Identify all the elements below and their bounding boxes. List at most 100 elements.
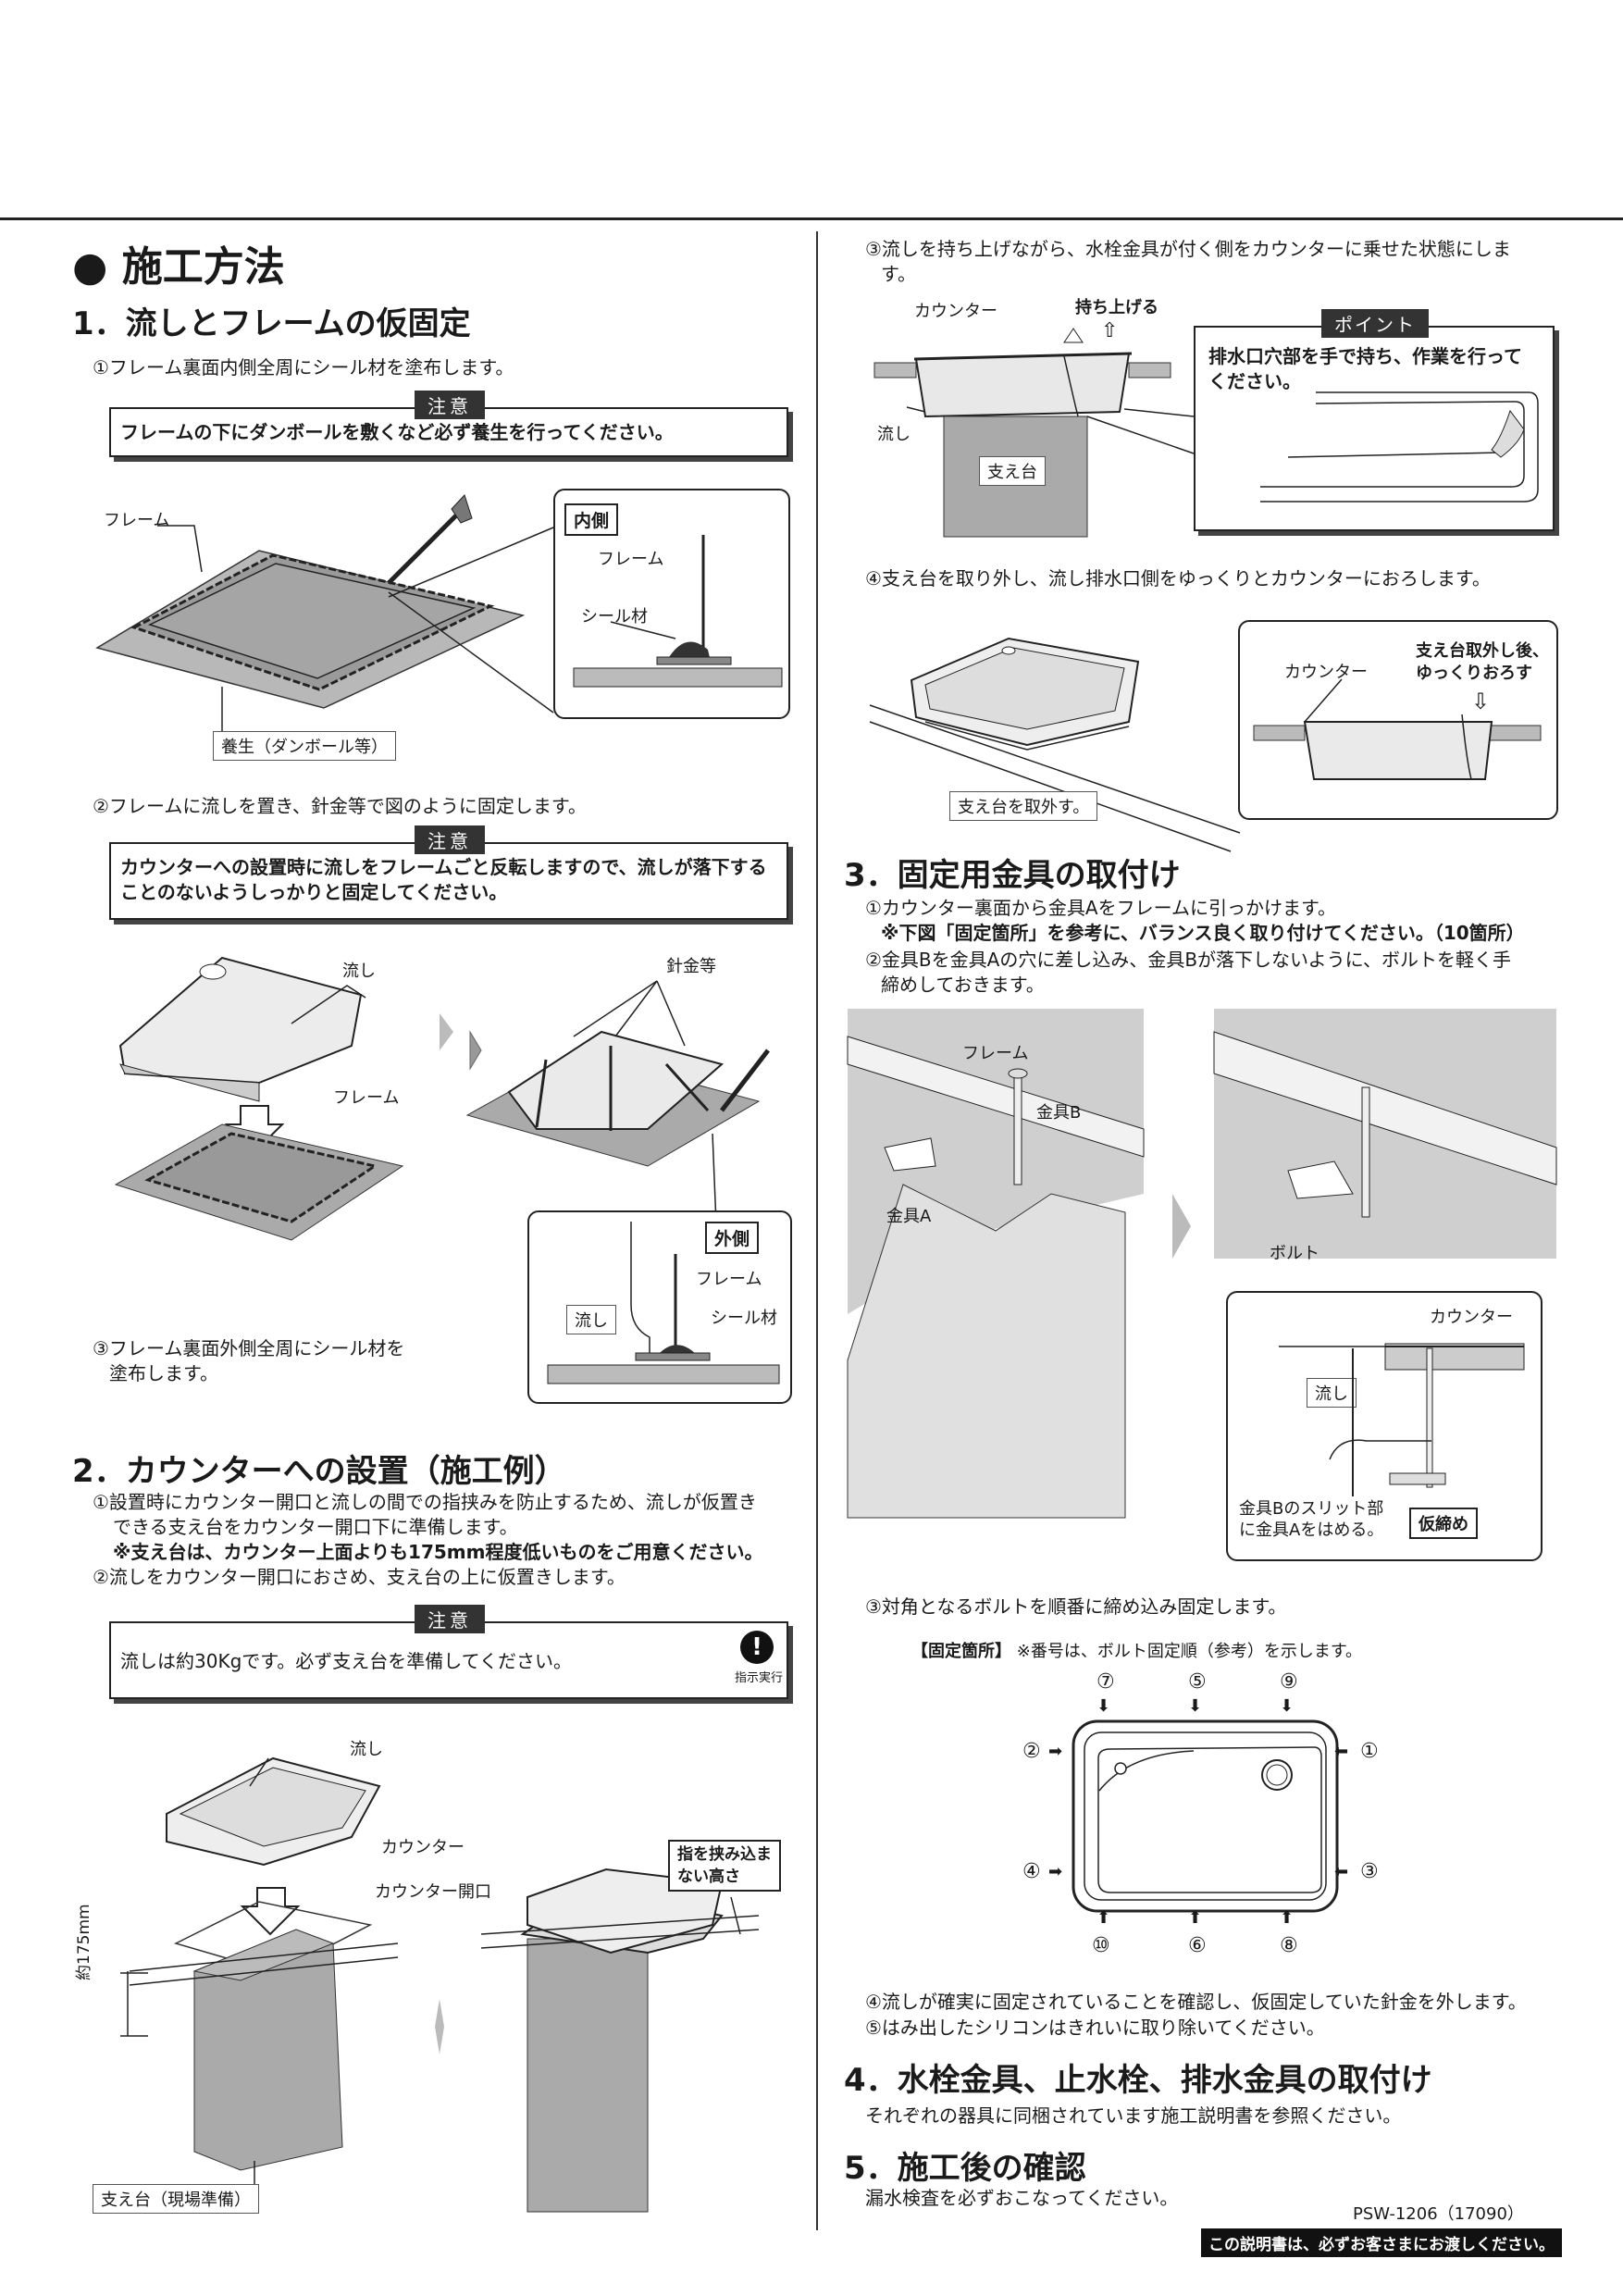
- section5-title: 5．施工後の確認: [844, 2150, 1086, 2187]
- fix-number-10: ⑩: [1092, 1934, 1110, 1957]
- s3-fig-bolt-label: ボルト: [1270, 1244, 1319, 1263]
- sink-frame-illustration: [114, 956, 770, 1361]
- bracket-closeup-1: [847, 1009, 1145, 1519]
- frame-illustration: [95, 494, 554, 750]
- up-arrow-icon: ⇧: [1101, 319, 1119, 342]
- point-text-l2: ください。: [1208, 370, 1301, 392]
- section3-title: 3．固定用金具の取付け: [844, 857, 1181, 894]
- caution-box-2: カウンターへの設置時に流しをフレームごと反転しますので、流しが落下することのない…: [109, 842, 788, 920]
- r-fig4-counter-label: カウンター: [1284, 663, 1368, 682]
- fix-number-7: ⑦: [1096, 1670, 1115, 1694]
- inner-detail-box: 内側 フレーム シール材: [553, 489, 790, 719]
- document-code: PSW-1206（17090）: [1353, 2204, 1524, 2224]
- s3-fig-slit-l1: 金具Bのスリット部: [1239, 1499, 1384, 1519]
- arrow-down-icon-7: ⬇: [1096, 1696, 1111, 1716]
- s2-step1-l2: できる支え台をカウンター開口下に準備します。: [113, 1516, 518, 1538]
- section2-title: 2．カウンターへの設置（施工例）: [72, 1453, 566, 1490]
- arrow-left-icon-3: ⬅: [1334, 1862, 1349, 1881]
- fig1-frame-label: フレーム: [104, 511, 170, 530]
- exclamation-icon: !: [740, 1631, 774, 1664]
- s1-step3-l2: 塗布します。: [109, 1362, 218, 1384]
- s3-fig-slit: 金具Bのスリット部 に金具Aをはめる。: [1239, 1498, 1383, 1541]
- arrow-right-icon-2: ➡: [1048, 1742, 1063, 1761]
- inner-seal-label: シール材: [581, 607, 648, 627]
- fix-position-diagram: [1072, 1719, 1339, 1913]
- top-rule: [0, 217, 1623, 220]
- caution-tag-2: 注意: [415, 825, 485, 854]
- s3-step5: ⑤はみ出したシリコンはきれいに取り除いてください。: [865, 2017, 1325, 2039]
- down-arrow-icon: ⇩: [1471, 689, 1491, 714]
- fig2-wire-label: 針金等: [666, 957, 716, 976]
- bracket-detail-drawing: [1279, 1343, 1525, 1496]
- fix-number-9: ⑨: [1280, 1670, 1298, 1694]
- main-heading: ● 施工方法: [72, 233, 285, 292]
- s3-step4: ④流しが確実に固定されていることを確認し、仮固定していた針金を外します。: [865, 1991, 1527, 2013]
- s3-fig-frame-label: フレーム: [962, 1044, 1029, 1063]
- s2-fig-opening-label: カウンター開口: [375, 1882, 491, 1902]
- finger-gap-l2: ない高さ: [677, 1868, 740, 1886]
- r-fig4-remove-label: 支え台を取外す。: [949, 791, 1098, 821]
- caution-text-3: 流しは約30Kgです。必ず支え台を準備してください。: [120, 1650, 573, 1672]
- column-divider: [816, 231, 818, 2230]
- fix-heading: 【固定箇所】 ※番号は、ボルト固定順（参考）を示します。: [911, 1638, 1362, 1662]
- heading-bullet: ●: [72, 243, 108, 291]
- r-fig4-note-l1: 支え台取外し後、: [1416, 641, 1549, 661]
- arrow-up-icon-8: ⬆: [1280, 1908, 1295, 1928]
- caution-box-3: 流しは約30Kgです。必ず支え台を準備してください。 ! 指示実行: [109, 1621, 788, 1699]
- fix-number-1: ①: [1360, 1740, 1379, 1763]
- fig2-frame-label: フレーム: [333, 1088, 400, 1108]
- outer-detail-box: 外側 フレーム 流し シール材: [527, 1210, 792, 1404]
- outer-frame-label: フレーム: [696, 1270, 762, 1289]
- s3-fig-sink-label: 流し: [1307, 1378, 1357, 1408]
- s2-fig-sink-label: 流し: [350, 1740, 383, 1759]
- arrow-left-icon-1: ⬅: [1334, 1742, 1349, 1761]
- s3-step2-l2: 締めしておきます。: [881, 974, 1045, 996]
- fig2-sink-label: 流し: [342, 962, 376, 981]
- r-fig4-note: 支え台取外し後、 ゆっくりおろす: [1416, 640, 1549, 685]
- s2-fig-counter-label: カウンター: [381, 1838, 465, 1857]
- s3-step2-l1: ②金具Bを金具Aの穴に差し込み、金具Bが落下しないように、ボルトを軽く手: [865, 949, 1512, 971]
- outer-seal-label: シール材: [711, 1309, 777, 1328]
- bracket-closeup-2: [1213, 1009, 1557, 1259]
- s3-step3: ③対角となるボルトを順番に締め込み固定します。: [865, 1595, 1287, 1618]
- outer-detail-drawing: [547, 1222, 780, 1384]
- fix-number-6: ⑥: [1188, 1934, 1207, 1957]
- arrow-up-icon-10: ⬆: [1096, 1908, 1111, 1928]
- bracket-detail-box: カウンター 流し 金具Bのスリット部 に金具Aをはめる。 仮締め: [1226, 1291, 1542, 1561]
- s2-fig-stand-label: 支え台（現場準備）: [93, 2184, 259, 2214]
- point-tag: ポイント: [1321, 309, 1429, 338]
- point-drawing: [1260, 391, 1539, 503]
- fix-title: 【固定箇所】: [911, 1642, 1011, 1661]
- r-step3-l2: す。: [881, 263, 916, 285]
- fix-number-8: ⑧: [1280, 1934, 1298, 1957]
- r-fig3-counter-label: カウンター: [914, 302, 997, 321]
- fix-number-2: ②: [1022, 1740, 1041, 1763]
- section4-title: 4．水栓金具、止水栓、排水金具の取付け: [844, 2062, 1432, 2099]
- caution-tag-3: 注意: [415, 1605, 485, 1633]
- finger-gap-tag: 指を挟み込ま ない高さ: [668, 1840, 781, 1892]
- section1-title: 1．流しとフレームの仮固定: [72, 305, 471, 342]
- s3-step1: ①カウンター裏面から金具Aをフレームに引っかけます。: [865, 897, 1337, 919]
- caution-text-1: フレームの下にダンボールを敷くなど必ず養生を行ってください。: [120, 421, 674, 443]
- s4-text: それぞれの器具に同梱されています施工説明書を参照ください。: [865, 2104, 1402, 2127]
- s3-fig-slit-l2: に金具Aをはめる。: [1239, 1520, 1384, 1540]
- fix-note: ※番号は、ボルト固定順（参考）を示します。: [1016, 1642, 1363, 1661]
- caution-tag-1: 注意: [415, 391, 485, 419]
- step-arrow-icon: [1172, 1194, 1191, 1259]
- s3-step1-note: ※下図「固定箇所」を参考に、バランス良く取り付けてください。（10箇所）: [881, 922, 1525, 944]
- fix-number-5: ⑤: [1188, 1670, 1207, 1694]
- point-box: 排水口穴部を手で持ち、作業を行って ください。: [1194, 326, 1555, 531]
- s3-fig-bracket-a-label: 金具A: [886, 1207, 932, 1226]
- s2-step1-l1: ①設置時にカウンター開口と流しの間での指挟みを防止するため、流しが仮置き: [93, 1491, 757, 1513]
- s1-step3-l1: ③フレーム裏面外側全周にシール材を: [93, 1337, 405, 1359]
- caution-text-2: カウンターへの設置時に流しをフレームごと反転しますので、流しが落下することのない…: [120, 856, 767, 903]
- main-title: 施工方法: [121, 243, 285, 291]
- arrow-down-icon-9: ⬇: [1280, 1696, 1295, 1716]
- arrow-down-icon-5: ⬇: [1188, 1696, 1203, 1716]
- lower-detail-drawing: [1253, 678, 1542, 780]
- r-fig3-sink-label: 流し: [877, 425, 911, 444]
- s3-fig-temp-tag: 仮締め: [1409, 1508, 1478, 1539]
- point-text-l1: 排水口穴部を手で持ち、作業を行って: [1208, 345, 1522, 367]
- arrow-right-icon-4: ➡: [1048, 1862, 1063, 1881]
- finger-gap-l1: 指を挟み込ま: [677, 1845, 772, 1864]
